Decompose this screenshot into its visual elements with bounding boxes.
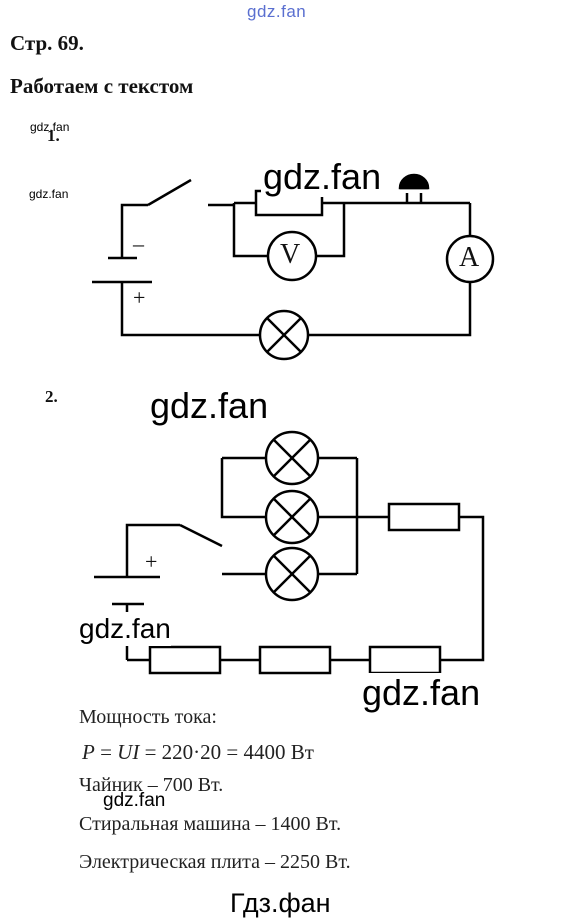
resistor-top (387, 502, 461, 532)
switch-2 (179, 523, 223, 548)
circuit-1 (92, 178, 495, 361)
resistor-bottom-3 (368, 645, 442, 675)
footer-watermark: Гдз.фан (230, 888, 331, 918)
watermark-text: gdz.fan (103, 790, 166, 811)
page-number: Стр. 69. (10, 31, 84, 55)
kettle-line: Чайник – 700 Вт. (79, 774, 224, 796)
lamp-2a (264, 430, 320, 486)
stove-line: Электрическая плита – 2250 Вт. (79, 851, 351, 873)
resistor-bottom-2 (258, 645, 332, 675)
lamp-2c (264, 546, 320, 602)
watermark-diagram-1: gdz.fan (261, 156, 384, 197)
ammeter-label: A (459, 242, 480, 273)
plus-label-2: + (145, 549, 158, 574)
watermark-small-1: gdz.fan (30, 120, 70, 134)
task1-number: 1. (47, 126, 60, 145)
power-formula: P = UI = 220·20 = 4400 Вт (82, 740, 314, 764)
watermark-left-2: gdz.fan (79, 612, 171, 646)
washing-machine-line: Стиральная машина – 1400 Вт. (79, 813, 342, 835)
voltmeter (266, 230, 318, 282)
plus-label-1: + (133, 285, 146, 310)
resistor-bottom-1 (148, 645, 222, 675)
section-title: Работаем с текстом (10, 74, 194, 98)
watermark-right-2: gdz.fan (362, 672, 481, 713)
lamp-2b (264, 489, 320, 545)
bell-icon (398, 173, 430, 190)
watermark-top: gdz.fan (247, 2, 307, 21)
watermark-small-2: gdz.fan (29, 187, 69, 201)
switch-1 (147, 178, 192, 207)
minus-label-1: – (133, 231, 144, 256)
power-title: Мощность тока: (79, 706, 217, 728)
voltmeter-label: V (280, 239, 301, 270)
task2-number: 2. (45, 387, 58, 406)
watermark-diagram-2: gdz.fan (150, 385, 269, 426)
